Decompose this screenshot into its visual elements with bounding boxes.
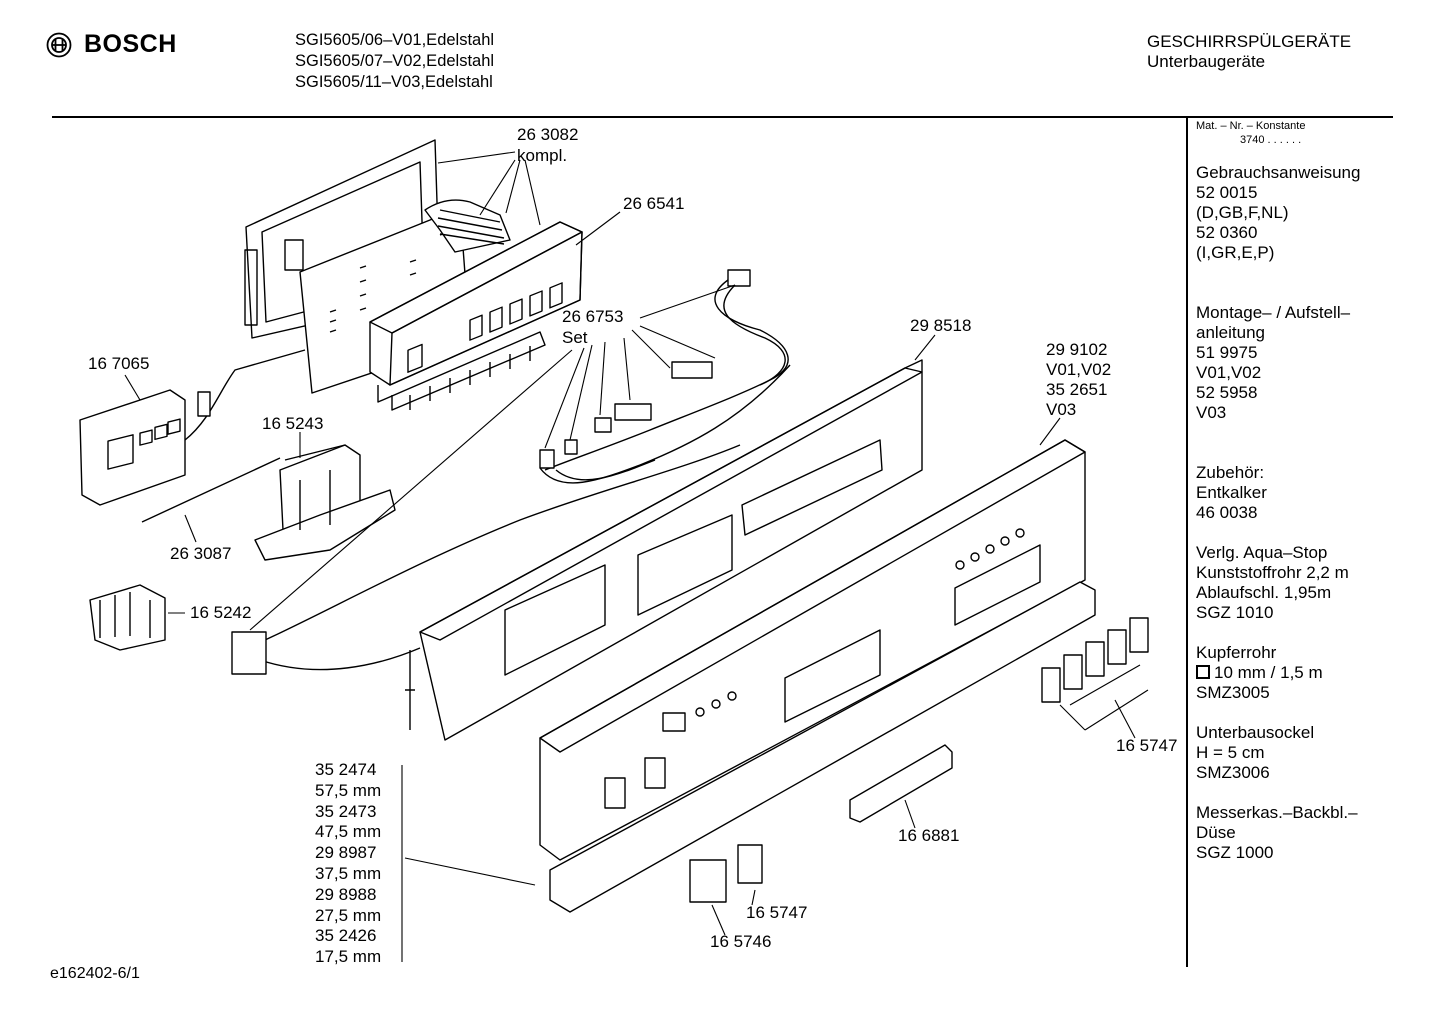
- part-label: 16 5747: [746, 903, 808, 922]
- part-label: 16 7065: [88, 354, 150, 373]
- sidebar-line: SMZ3006: [1196, 763, 1270, 782]
- sidebar-line: Düse: [1196, 823, 1236, 842]
- sidebar-group: Unterbausockel H = 5 cm SMZ3006: [1196, 723, 1396, 783]
- sidebar-group: Kupferrohr 10 mm / 1,5 m SMZ3005: [1196, 643, 1396, 703]
- konstante-label: Mat. – Nr. – Konstante: [1196, 120, 1306, 132]
- bottom-strip: [549, 581, 1096, 913]
- length-line: 37,5 mm: [315, 863, 382, 883]
- sidebar-group: Zubehör: Entkalker 46 0038: [1196, 463, 1396, 523]
- control-unit: [369, 221, 583, 411]
- leader-lines: [124, 151, 1149, 962]
- part-label: 35 2651: [1046, 380, 1108, 399]
- part-label: 29 8518: [910, 316, 972, 335]
- door-lock: [254, 444, 396, 561]
- switch-block: [89, 584, 166, 651]
- length-line: 29 8987: [315, 843, 377, 863]
- length-line: 29 8988: [315, 884, 377, 904]
- square-symbol-icon: [1196, 665, 1210, 679]
- part-label: 16 6881: [898, 826, 960, 845]
- inner-panel: [405, 359, 923, 741]
- sidebar-line: 51 9975: [1196, 343, 1258, 362]
- model-line: SGI5605/06–V01,Edelstahl: [295, 31, 495, 49]
- length-line: 35 2474: [315, 760, 377, 779]
- sidebar-group: Messerkas.–Backbl.– Düse SGZ 1000: [1196, 803, 1396, 863]
- part-label: 16 5243: [262, 414, 324, 433]
- sidebar-line: Verlg. Aqua–Stop: [1196, 543, 1328, 562]
- sidebar-line: 52 5958: [1196, 383, 1258, 402]
- sidebar-line: anleitung: [1196, 323, 1266, 342]
- long-cable: [231, 444, 741, 675]
- sidebar-line: Zubehör:: [1196, 463, 1265, 482]
- sidebar-line: 52 0360: [1196, 223, 1258, 242]
- bosch-armature-icon: [46, 32, 72, 57]
- model-line: SGI5605/07–V02,Edelstahl: [295, 52, 495, 70]
- sidebar-line: Gebrauchsanweisung: [1196, 163, 1361, 182]
- model-line: SGI5605/11–V03,Edelstahl: [295, 73, 493, 91]
- sidebar-line: SMZ3005: [1196, 683, 1270, 702]
- length-line: 17,5 mm: [315, 947, 382, 967]
- sidebar-group: Gebrauchsanweisung 52 0015 (D,GB,F,NL) 5…: [1196, 163, 1396, 263]
- sidebar-line: SGZ 1010: [1196, 603, 1274, 622]
- sidebar-line-text: 10 mm / 1,5 m: [1214, 663, 1323, 682]
- part-label: 26 6753: [562, 307, 624, 326]
- wire-harness: [539, 269, 791, 484]
- sidebar-divider: [1186, 117, 1188, 967]
- outer-panel: [539, 439, 1086, 861]
- sidebar-group: Montage– / Aufstell– anleitung 51 9975 V…: [1196, 303, 1396, 423]
- sidebar-line: Ablaufschl. 1,95m: [1196, 583, 1332, 602]
- ribbon-cable: [424, 199, 511, 253]
- accessory-sidebar: Mat. – Nr. – Konstante 3740 . . . . . . …: [1196, 120, 1396, 863]
- part-label: 16 5747: [1116, 736, 1178, 755]
- sidebar-line: H = 5 cm: [1196, 743, 1265, 762]
- model-list: SGI5605/06–V01,Edelstahl SGI5605/07–V02,…: [295, 30, 494, 93]
- sidebar-line: Unterbausockel: [1196, 723, 1315, 742]
- keypad-module: [79, 349, 306, 506]
- part-note: V01,V02: [1046, 360, 1112, 379]
- sidebar-line: Montage– / Aufstell–: [1196, 303, 1351, 322]
- rod: [141, 457, 281, 523]
- knob-parts: [689, 844, 763, 903]
- length-variants: 35 2474 57,5 mm 35 2473 47,5 mm 29 8987 …: [315, 760, 381, 968]
- part-note: kompl.: [517, 146, 568, 165]
- sidebar-line: 10 mm / 1,5 m: [1196, 663, 1396, 683]
- part-label: 26 6541: [623, 194, 685, 213]
- sidebar-line: 52 0015: [1196, 183, 1258, 202]
- part-label: 16 5242: [190, 603, 252, 622]
- length-line: 35 2426: [315, 926, 377, 946]
- sidebar-line: V03: [1196, 403, 1227, 422]
- konstante-value: 3740 . . . . . .: [1240, 134, 1302, 146]
- length-line: 47,5 mm: [315, 822, 382, 842]
- category: GESCHIRRSPÜLGERÄTE Unterbaugeräte: [1147, 32, 1351, 72]
- length-line: 35 2473: [315, 801, 377, 821]
- part-note: V03: [1046, 400, 1077, 419]
- sidebar-group: Verlg. Aqua–Stop Kunststoffrohr 2,2 m Ab…: [1196, 543, 1396, 623]
- part-label: 26 3082: [517, 125, 579, 144]
- part-label: 16 5746: [710, 932, 772, 951]
- sidebar-line: V01,V02: [1196, 363, 1262, 382]
- sidebar-line: Entkalker: [1196, 483, 1267, 502]
- button-set: [1041, 617, 1149, 703]
- sidebar-line: (D,GB,F,NL): [1196, 203, 1289, 222]
- part-label: 29 9102: [1046, 340, 1108, 359]
- header-divider: [52, 116, 1393, 118]
- part-label: 26 3087: [170, 544, 232, 563]
- sidebar-line: SGZ 1000: [1196, 843, 1274, 862]
- trim-strip: [849, 744, 953, 823]
- category-title: GESCHIRRSPÜLGERÄTE: [1147, 32, 1352, 51]
- sidebar-line: (I,GR,E,P): [1196, 243, 1275, 262]
- sidebar-line: Kunststoffrohr 2,2 m: [1196, 563, 1349, 582]
- category-subtitle: Unterbaugeräte: [1147, 52, 1266, 71]
- sidebar-line: 46 0038: [1196, 503, 1258, 522]
- sidebar-line: Messerkas.–Backbl.–: [1196, 803, 1358, 822]
- drawing-number: e162402-6/1: [50, 965, 140, 982]
- length-line: 57,5 mm: [315, 780, 382, 800]
- brand-name: BOSCH: [84, 30, 177, 58]
- length-line: 27,5 mm: [315, 905, 382, 925]
- part-note: Set: [562, 328, 588, 347]
- sidebar-line: Kupferrohr: [1196, 643, 1277, 662]
- brand-logo: BOSCH: [46, 30, 177, 59]
- exploded-view-drawing: [79, 139, 1149, 962]
